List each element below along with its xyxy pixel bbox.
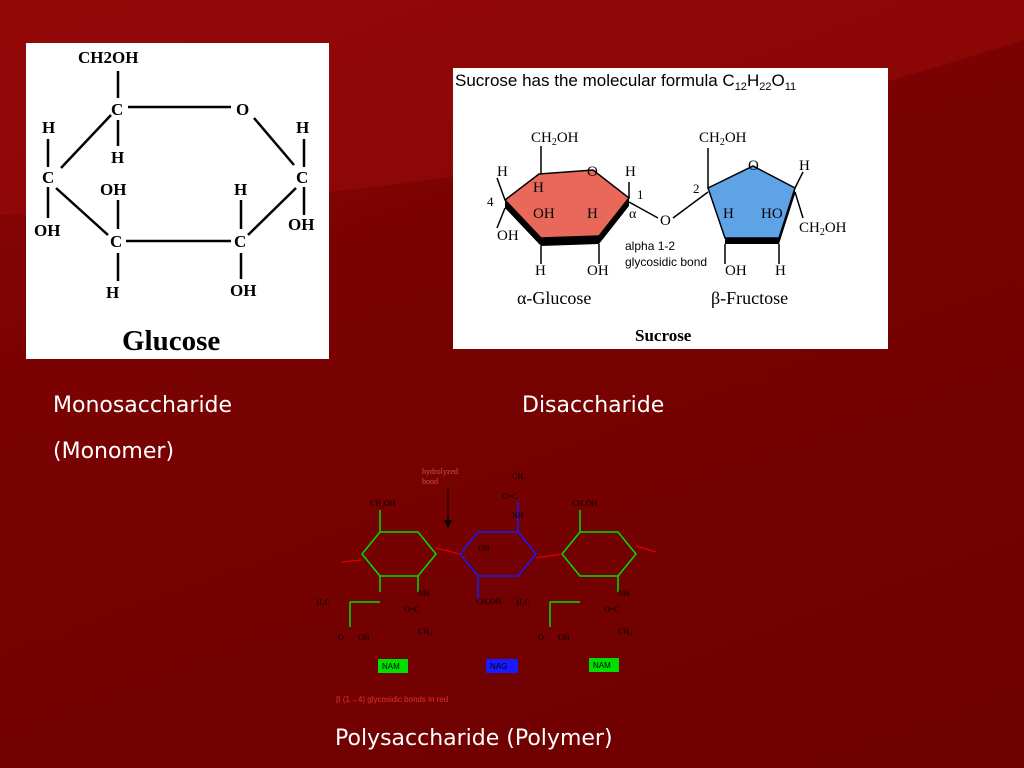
glucose-diagram: CH2OH C O H H C OH H C OH OH C H H C OH [34, 48, 314, 357]
nh-2: NH [618, 589, 630, 598]
atom-c-right: C [296, 168, 308, 187]
fructose-o-ring: O [748, 158, 759, 174]
nag-ring [459, 502, 537, 600]
beta-fructose-label: β-Fructose [711, 288, 788, 308]
glycosidic-footnote: β (1→4) glycosidic bonds in red [336, 695, 448, 704]
atom-oh-left: OH [34, 221, 60, 240]
glucose-h-topright: H [625, 164, 636, 180]
fructose-h-inner: H [723, 206, 734, 222]
glucose-h-topleft: H [497, 164, 508, 180]
glucose-title: Glucose [122, 325, 220, 357]
nam-right-tag: NAM [593, 661, 611, 670]
glucose-carbon-4: 4 [487, 194, 494, 209]
fructose-h-right: H [799, 158, 810, 174]
hydrolyzed-arrowhead [444, 520, 452, 528]
nam-right-ring [549, 510, 637, 627]
glucose-oh-bottom: OH [587, 263, 609, 279]
ch3-top: CH₃ [512, 472, 526, 481]
glycosidic-bonds [341, 545, 657, 563]
glucose-oh-inner: OH [533, 206, 555, 222]
ch3-1: CH₃ [418, 627, 432, 636]
fructose-h-bottom: H [775, 263, 786, 279]
hydrolyzed-label: hydrolyzed [422, 467, 458, 476]
ch2oh-2: CH₂OH [476, 597, 502, 606]
atom-h-mid-right: H [234, 180, 247, 199]
atom-o-ring: O [236, 100, 249, 119]
atom-oh-mid-left: OH [100, 180, 126, 199]
caption-monomer: (Monomer) [53, 439, 175, 464]
atom-oh-bottom-right: OH [230, 281, 256, 300]
bond-oxygen: O [660, 213, 671, 229]
bond-label: bond [422, 477, 438, 486]
ch2oh-3: CH₂OH [572, 499, 598, 508]
glucose-ring-edge [505, 198, 629, 246]
polysaccharide-diagram: hydrolyzed bond CH₂OH CH₂OH CH₃ O=C [316, 467, 657, 704]
fructose-ring [707, 165, 796, 239]
oc-top: O=C [502, 492, 518, 501]
sucrose-formula: Sucrose has the molecular formula C12H22… [455, 71, 796, 93]
ch3-2: CH₃ [618, 627, 632, 636]
fructose-carbon-2: 2 [693, 181, 700, 196]
atom-c-bottom-left: C [110, 232, 122, 251]
nam-left-ring [349, 510, 437, 627]
h3c-1: H₃C [316, 598, 330, 607]
glucose-h-inner-right: H [587, 206, 598, 222]
oc-2: O=C [604, 605, 620, 614]
fructose-oh-bottom: OH [725, 263, 747, 279]
ch2oh-1: CH₂OH [370, 499, 396, 508]
oh-mid: OH [478, 544, 490, 553]
fructose-ch2oh-top: CH2OH [699, 130, 747, 148]
fructose-ho-inner: HO [761, 206, 783, 222]
alpha-glucose-label: α-Glucose [517, 288, 591, 308]
glucose-bonds [46, 71, 306, 281]
caption-disaccharide: Disaccharide [522, 393, 665, 418]
nh-1: NH [418, 589, 430, 598]
nam-right-tag-bg [589, 658, 619, 672]
glucose-oh-left: OH [497, 228, 519, 244]
fructose-ring-edge [725, 188, 795, 244]
nh-top: NH [512, 511, 524, 520]
bond-label-line2: glycosidic bond [625, 255, 707, 269]
h3c-2: H₃C [516, 598, 530, 607]
bond-label-line1: alpha 1-2 [625, 239, 675, 253]
sucrose-diagram: Sucrose has the molecular formula C12H22… [455, 71, 847, 345]
caption-monosaccharide: Monosaccharide [53, 393, 233, 418]
atom-c-left: C [42, 168, 54, 187]
oc-1: O=C [404, 605, 420, 614]
nam-left-tag-bg [378, 659, 408, 673]
glucose-carbon-1: 1 [637, 187, 644, 202]
glucose-h-inner-top: H [533, 180, 544, 196]
atom-h-bottom-left: H [106, 283, 119, 302]
sucrose-structure-image: Sucrose has the molecular formula C12H22… [453, 68, 888, 349]
nam-left-tag: NAM [382, 662, 400, 671]
sucrose-bonds [496, 146, 804, 264]
atom-h-left: H [42, 118, 55, 137]
atom-c-bottom-right: C [234, 232, 246, 251]
ch2oh-label: CH2OH [78, 48, 138, 67]
atom-h-under-c: H [111, 148, 124, 167]
atom-c-top: C [111, 100, 123, 119]
oh-1: OH [358, 633, 370, 642]
glucose-structure-image: CH2OH C O H H C OH H C OH OH C H H C OH [26, 43, 329, 359]
glucose-o-ring: O [587, 164, 598, 180]
o-2: O [538, 633, 544, 642]
nag-tag: NAG [490, 662, 507, 671]
o-1: O [338, 633, 344, 642]
fructose-ch2oh-right: CH2OH [799, 220, 847, 238]
atom-oh-right: OH [288, 215, 314, 234]
glucose-h-bottom: H [535, 263, 546, 279]
oh-2: OH [558, 633, 570, 642]
atom-h-right: H [296, 118, 309, 137]
sucrose-title: Sucrose [635, 326, 692, 345]
glucose-alpha: α [629, 207, 637, 222]
glucose-ch2oh: CH2OH [531, 130, 579, 148]
nag-tag-bg [486, 659, 518, 673]
caption-polysaccharide: Polysaccharide (Polymer) [335, 726, 613, 751]
